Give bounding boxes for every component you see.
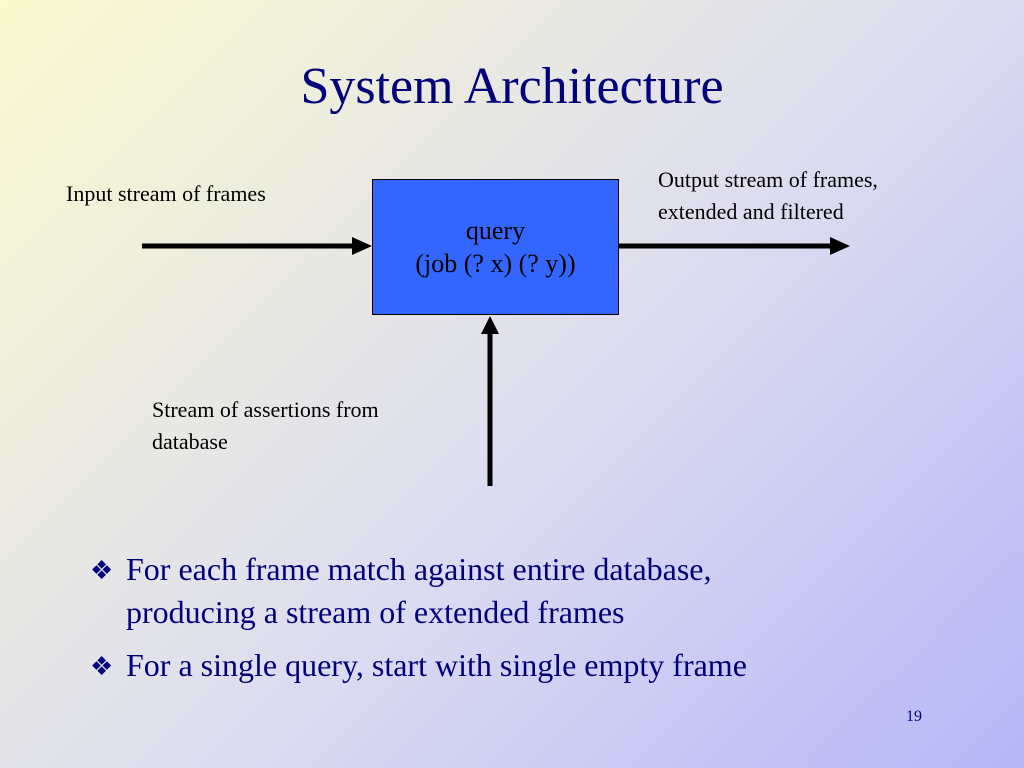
output-stream-label-line2: extended and filtered — [658, 198, 844, 224]
database-stream-label-line2: database — [152, 428, 228, 454]
four-diamond-bullet-icon: ❖ — [90, 652, 114, 682]
output-stream-label-line1: Output stream of frames, — [658, 167, 878, 192]
input-stream-label: Input stream of frames — [66, 178, 266, 210]
bullet-list: ❖ For each frame match against entire da… — [90, 548, 970, 698]
slide-title: System Architecture — [300, 58, 724, 115]
output-arrow — [619, 237, 850, 255]
bullet-text: For each frame match against entire data… — [126, 548, 712, 634]
query-box-line2: (job (? x) (? y)) — [415, 249, 576, 278]
four-diamond-bullet-icon: ❖ — [90, 556, 114, 585]
bullet-text: For a single query, start with single em… — [126, 644, 747, 687]
database-stream-label: Stream of assertions from database — [152, 394, 379, 458]
bullet-item: ❖ For a single query, start with single … — [90, 644, 970, 687]
input-arrow — [142, 237, 372, 255]
bullet-text-line2: producing a stream of extended frames — [126, 594, 625, 631]
bullet-text-line1: For a single query, start with single em… — [126, 647, 747, 684]
query-box: query (job (? x) (? y)) — [372, 179, 619, 315]
bullet-text-line1: For each frame match against entire data… — [126, 551, 712, 587]
output-stream-label: Output stream of frames, extended and fi… — [658, 164, 878, 228]
bullet-item: ❖ For each frame match against entire da… — [90, 548, 970, 634]
slide-number: 19 — [906, 708, 922, 725]
input-stream-label-text: Input stream of frames — [66, 181, 266, 206]
database-stream-label-line1: Stream of assertions from — [152, 397, 379, 422]
database-arrow — [481, 316, 499, 486]
query-box-line1: query — [465, 215, 526, 245]
